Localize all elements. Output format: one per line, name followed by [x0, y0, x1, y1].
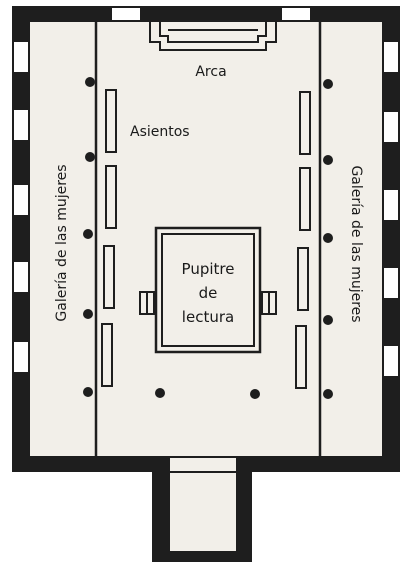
- column-left-5: [83, 387, 93, 397]
- reading-desk-inner: [161, 233, 255, 347]
- window-right-5: [384, 346, 398, 376]
- column-center-right: [250, 389, 260, 399]
- window-right-2: [384, 112, 398, 142]
- vestibule-floor: [170, 458, 236, 552]
- column-center-left: [155, 388, 165, 398]
- column-left-2: [85, 152, 95, 162]
- ark-label: Arca: [195, 64, 226, 80]
- gallery-left-label: Galería de las mujeres: [54, 164, 70, 321]
- window-top-left: [112, 8, 140, 20]
- bench-right-1: [299, 91, 311, 155]
- bench-right-3: [297, 247, 309, 311]
- window-left-3: [14, 185, 28, 215]
- bench-left-3: [103, 245, 115, 309]
- bench-left-2: [105, 165, 117, 229]
- window-left-2: [14, 110, 28, 140]
- reading-desk-outer: [154, 226, 262, 354]
- reading-desk-label-line2: de: [199, 284, 218, 302]
- bench-left-1: [105, 89, 117, 153]
- column-left-1: [85, 77, 95, 87]
- bench-left-4: [101, 323, 113, 387]
- column-right-2: [323, 155, 333, 165]
- gallery-right-label: Galería de las mujeres: [348, 165, 364, 322]
- window-right-1: [384, 42, 398, 72]
- window-left-4: [14, 262, 28, 292]
- column-left-3: [83, 229, 93, 239]
- column-right-3: [323, 233, 333, 243]
- seats-label: Asientos: [130, 124, 190, 140]
- bench-right-4: [295, 325, 307, 389]
- window-right-3: [384, 190, 398, 220]
- column-right-1: [323, 79, 333, 89]
- bench-right-2: [299, 167, 311, 231]
- column-left-4: [83, 309, 93, 319]
- column-right-4: [323, 315, 333, 325]
- window-left-1: [14, 42, 28, 72]
- window-left-5: [14, 342, 28, 372]
- ark-niche: [149, 22, 277, 51]
- reading-desk-label-line3: lectura: [182, 308, 234, 326]
- window-right-4: [384, 268, 398, 298]
- column-right-5: [323, 389, 333, 399]
- reading-desk-label-line1: Pupitre: [182, 260, 235, 278]
- window-top-right: [282, 8, 310, 20]
